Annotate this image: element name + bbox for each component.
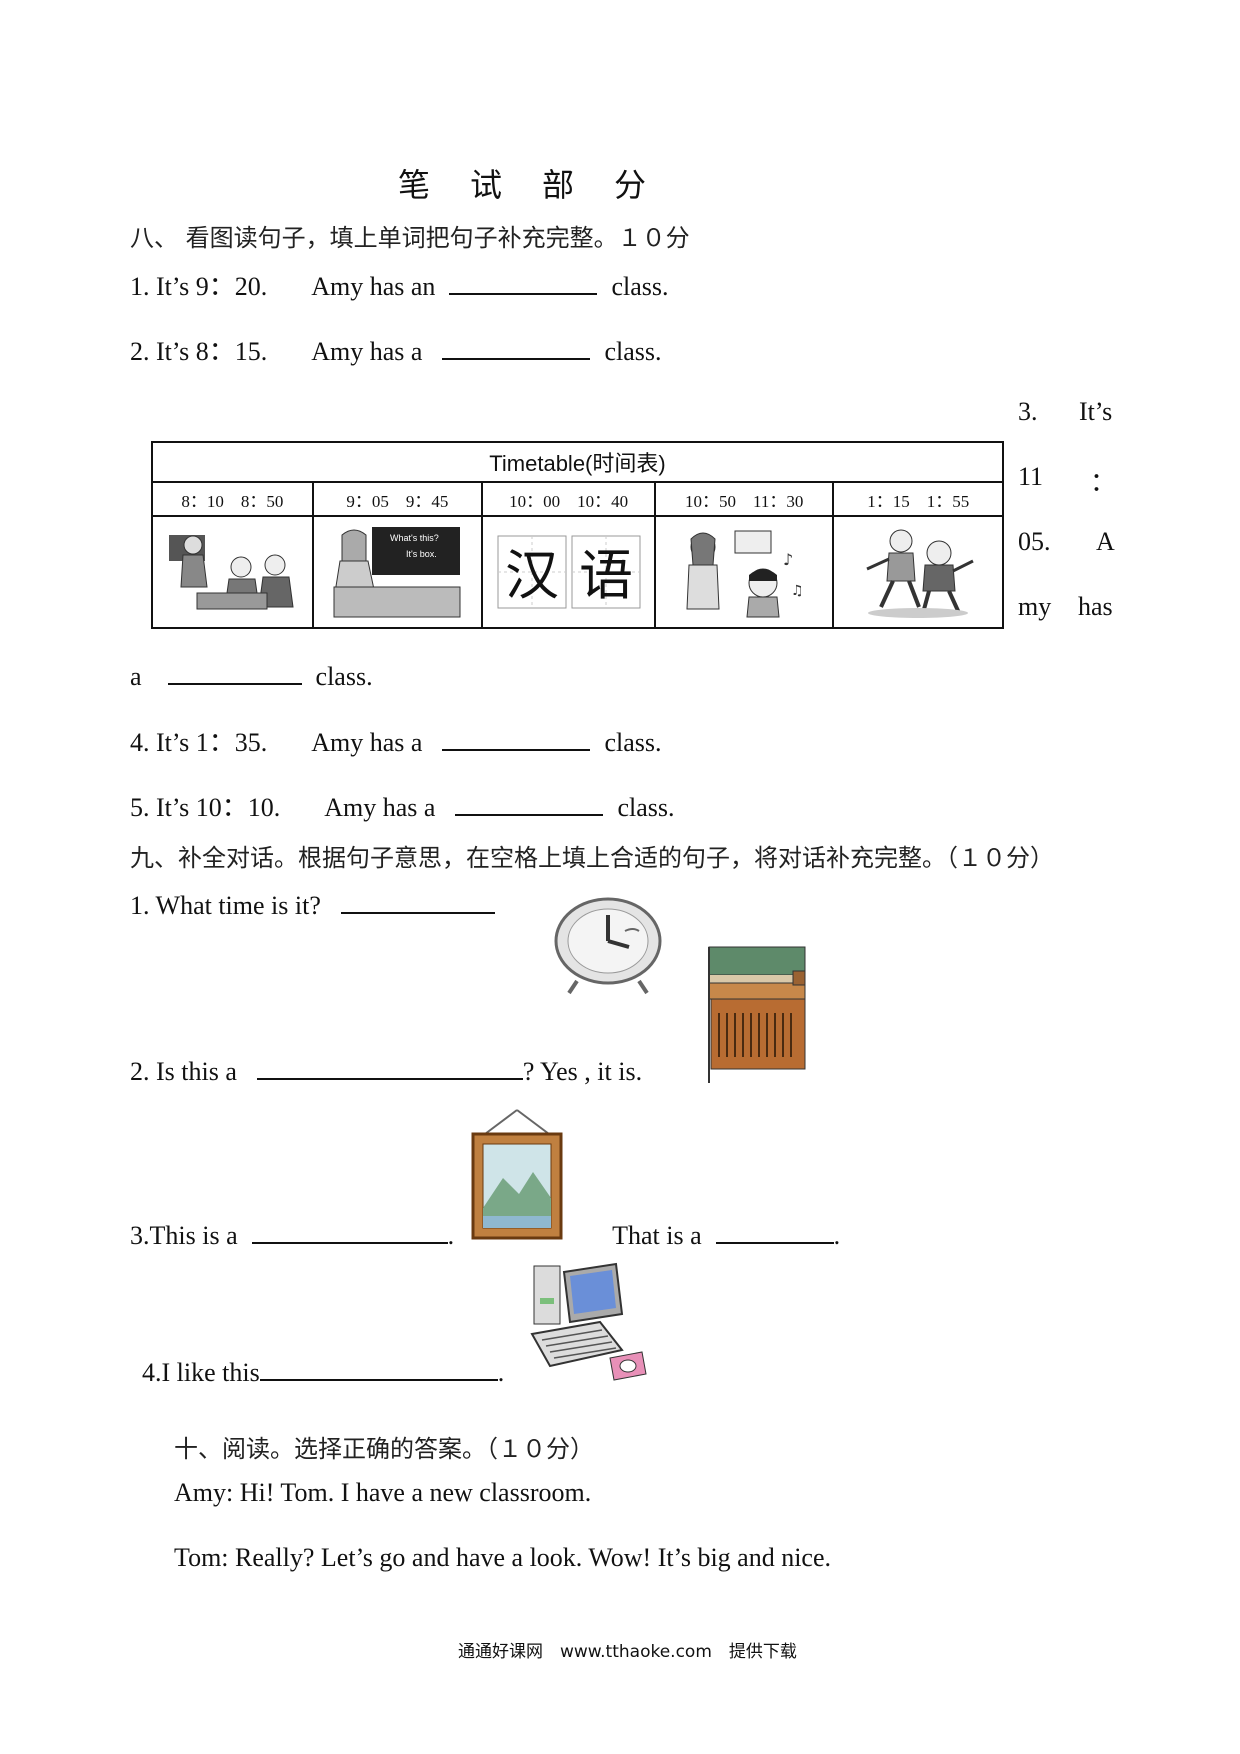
answer-blank[interactable] [259, 1353, 498, 1381]
q9-1-text: 1. What time is it? [130, 891, 321, 920]
char-han: 汉 [505, 544, 559, 607]
desk-icon [708, 946, 806, 1083]
q8-5-time: 5. It’s 10：10. [130, 793, 281, 822]
timetable: Timetable(时间表) 8：10 8：50 9：05 9：45 10：00… [151, 441, 1004, 629]
q8-3-side-8: has [1078, 592, 1113, 621]
timetable-time-4: 10：50 11：30 [653, 481, 835, 517]
svg-text:♫: ♫ [791, 583, 804, 599]
q8-3-side-1: 3. [1018, 397, 1038, 426]
question-9-4: 4.I like this. [142, 1353, 504, 1388]
computer-icon [530, 1262, 647, 1381]
q9-4-start: 4.I like this [142, 1358, 260, 1387]
q9-3-dot: . [447, 1221, 455, 1250]
timetable-time-5: 1：15 1：55 [832, 481, 1004, 517]
q8-5-end: class. [617, 793, 675, 822]
char-yu: 语 [579, 544, 633, 607]
q8-3-side-4: ： [1090, 468, 1117, 497]
reading-line-1: Amy: Hi! Tom. I have a new classroom. [174, 1478, 592, 1507]
answer-blank[interactable] [167, 657, 302, 685]
pe-scene-icon [866, 529, 974, 618]
answer-blank[interactable] [256, 1052, 523, 1080]
section-10-heading: 十、阅读。选择正确的答案。（１０分） [174, 1435, 594, 1463]
q8-3-side-3: 11 [1018, 462, 1044, 491]
timetable-pic-pe [832, 515, 1004, 629]
q9-4-dot: . [497, 1358, 505, 1387]
picture-frame-icon [471, 1109, 563, 1240]
blackboard-scene-icon: What's this? It's box. [333, 527, 461, 618]
q8-3-start: a [130, 662, 142, 691]
q9-3-mid: That is a [612, 1221, 702, 1250]
q8-2-text: Amy has a [311, 337, 423, 366]
answer-blank[interactable] [442, 332, 591, 360]
q8-1-text: Amy has an [311, 272, 436, 301]
question-8-2: 2. It’s 8：15. Amy has a class. [130, 331, 661, 368]
q9-2-end: ? Yes , it is. [522, 1057, 643, 1086]
chinese-characters-icon: 汉 语 [497, 535, 641, 609]
section-9-heading: 九、补全对话。根据句子意思，在空格上填上合适的句子，将对话补充完整。（１０分） [130, 844, 1054, 872]
answer-blank[interactable] [455, 788, 604, 816]
q8-3-side-7: my [1018, 592, 1052, 621]
timetable-pic-music: ♪ ♫ [653, 515, 835, 629]
q8-2-end: class. [604, 337, 662, 366]
q8-1-time: 1. It’s 9：20. [130, 272, 268, 301]
q8-5-text: Amy has a [324, 793, 436, 822]
q8-4-time: 4. It’s 1：35. [130, 728, 268, 757]
timetable-pic-board: What's this? It's box. [311, 515, 484, 629]
timetable-time-1: 8：10 8：50 [151, 481, 314, 517]
timetable-pic-chinese: 汉 语 [481, 515, 656, 629]
q8-4-end: class. [604, 728, 662, 757]
answer-blank[interactable] [449, 267, 598, 295]
q8-3-end: class. [315, 662, 373, 691]
board-line-2: It's box. [406, 549, 437, 559]
q8-2-time: 2. It’s 8：15. [130, 337, 268, 366]
question-9-2: 2. Is this a ? Yes , it is. [130, 1052, 642, 1087]
q9-2-start: 2. Is this a [130, 1057, 237, 1086]
timetable-time-2: 9：05 9：45 [311, 481, 484, 517]
question-9-3: 3.This is a. That is a. [130, 1216, 840, 1251]
class-scene-icon [169, 535, 294, 610]
answer-blank[interactable] [715, 1216, 834, 1244]
timetable-pic-class [151, 515, 314, 629]
question-8-5: 5. It’s 10：10. Amy has a class. [130, 787, 674, 824]
answer-blank[interactable] [251, 1216, 448, 1244]
q9-3-start: 3.This is a [130, 1221, 238, 1250]
music-scene-icon: ♪ ♫ [686, 530, 804, 618]
section-8-heading: 八、 看图读句子，填上单词把句子补充完整。１０分 [130, 224, 690, 252]
q8-3-side-6: A [1096, 527, 1115, 556]
question-9-1: 1. What time is it? [130, 886, 495, 921]
footer-text: 通通好课网 www.tthaoke.com 提供下载 [458, 1642, 797, 1662]
question-8-4: 4. It’s 1：35. Amy has a class. [130, 722, 661, 759]
reading-line-2: Tom: Really? Let’s go and have a look. W… [174, 1543, 832, 1572]
timetable-title: Timetable(时间表) [151, 441, 1004, 483]
q8-3-side-5: 05. [1018, 527, 1051, 556]
q8-1-end: class. [611, 272, 669, 301]
question-8-3-line: a class. [130, 657, 373, 692]
board-line-1: What's this? [390, 533, 439, 543]
q8-3-side-2: It’s [1079, 397, 1113, 426]
answer-blank[interactable] [340, 886, 495, 914]
page-title: 笔 试 部 分 [398, 167, 663, 203]
q8-4-text: Amy has a [311, 728, 423, 757]
alarm-clock-icon [554, 897, 662, 995]
question-8-1: 1. It’s 9：20. Amy has an class. [130, 266, 668, 303]
answer-blank[interactable] [442, 723, 591, 751]
svg-text:♪: ♪ [783, 550, 793, 569]
timetable-time-3: 10：00 10：40 [481, 481, 656, 517]
q9-3-dot2: . [833, 1221, 841, 1250]
